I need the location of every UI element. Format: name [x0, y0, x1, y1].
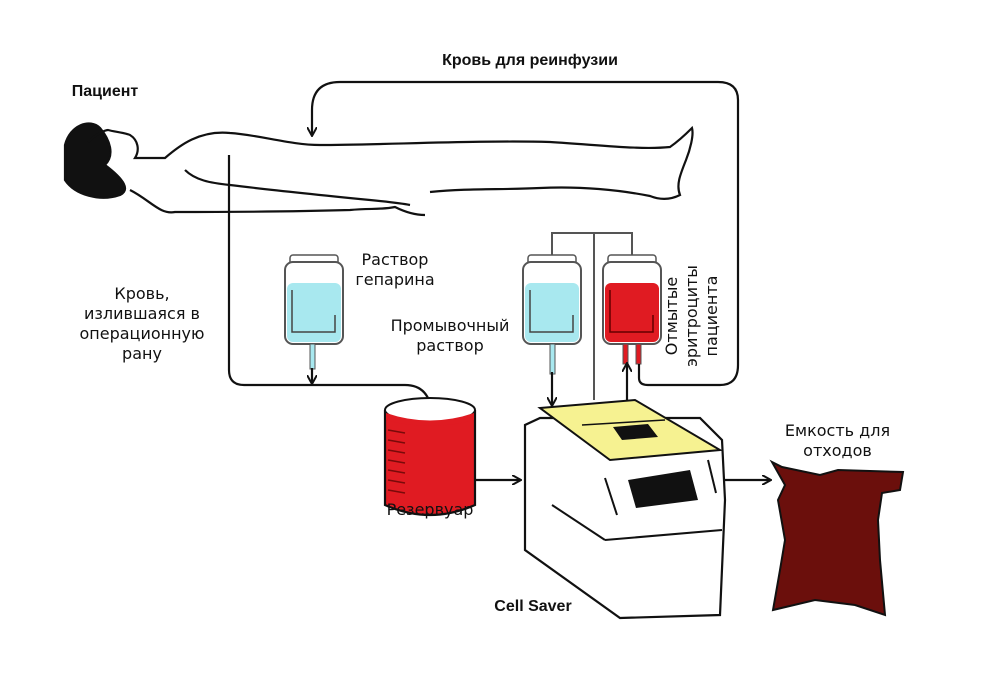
label-reservoir: Резервуар	[386, 500, 474, 519]
patient-arm	[184, 169, 411, 207]
reservoir-beaker	[383, 397, 477, 517]
label-cell-saver: Cell Saver	[494, 598, 572, 615]
label-heparin: Раствор гепарина	[355, 250, 435, 289]
patient-face	[87, 125, 694, 200]
label-washed-rbc: Отмытые эритроциты пациента	[662, 265, 721, 367]
label-patient: Пациент	[71, 83, 139, 100]
patient-hair	[63, 122, 127, 199]
patient-body-lower	[129, 189, 426, 217]
bag-hanger	[551, 232, 633, 400]
waste-bag	[769, 459, 905, 617]
label-reinfusion: Кровь для реинфузии	[442, 52, 618, 69]
cell-saver-device	[523, 398, 727, 620]
patient-figure	[63, 122, 694, 217]
reinfusion-line	[312, 80, 740, 387]
label-wash: Промывочный раствор	[390, 316, 510, 355]
heparin-bag	[284, 254, 344, 370]
label-waste: Емкость для отходов	[784, 421, 891, 460]
washed-rbc-bag	[602, 254, 662, 365]
label-wound-blood: Кровь, излившаяся в операционную рану	[79, 284, 205, 363]
wash-bag	[522, 254, 582, 375]
